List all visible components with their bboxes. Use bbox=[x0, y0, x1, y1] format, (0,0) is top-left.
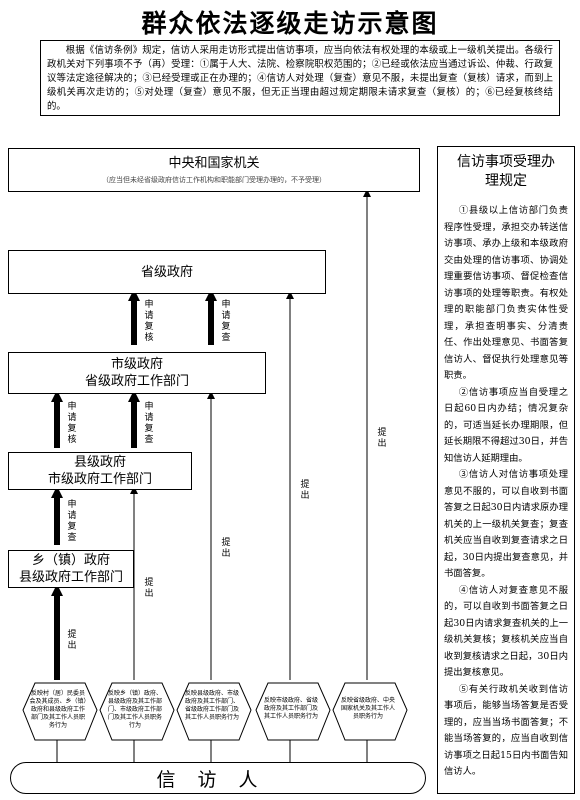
hexagon-4 bbox=[255, 682, 331, 741]
rule-item-3: ③信访人对信访事项处理意见不服的，可以自收到书面答复之日起30日内请求原办理机关… bbox=[444, 469, 568, 579]
hexagon-3 bbox=[176, 682, 252, 741]
hexagon-text-3: 反映县级政府、市级政府及其工作部门、省级政府工作部门及其工作人员职务行为 bbox=[184, 690, 239, 721]
label-submit-hex4: 提出 bbox=[300, 480, 310, 501]
rule-item-5: ⑤有关行政机关收到信访事项后，能够当场答复是否受理的，应当当场书面答复；不能当场… bbox=[444, 683, 568, 778]
page-title: 群众依法逐级走访示意图 bbox=[141, 9, 439, 38]
rules-panel: 信访事项受理办理规定 ①县级以上信访部门负责程序性受理，承担交办转送信访事项、承… bbox=[437, 146, 575, 794]
hexagon-2 bbox=[99, 682, 175, 741]
hexagon-text-1: 反映村（居）民委员会及其成员、乡（镇）政府和县级政府工作部门及其工作人员职务行为 bbox=[29, 690, 87, 729]
central-label: 中央和国家机关 bbox=[168, 156, 260, 171]
city-label-2: 省级政府工作部门 bbox=[84, 374, 189, 389]
hexagon-text-2: 反映乡（镇）政府、县级政府及其工作部门、市级政府工作部门及其工作人员职务行为 bbox=[107, 690, 162, 729]
rules-title: 信访事项受理办理规定 bbox=[457, 154, 555, 189]
label-submit-hex5: 提出 bbox=[377, 428, 387, 449]
label-apply-recheck-town: 申请复查 bbox=[67, 500, 77, 543]
hexagon-text-4: 反映市级政府、省级政府及其工作部门及其工作人员职务行为 bbox=[263, 697, 318, 720]
label-apply-recheck-county: 申请复查 bbox=[144, 402, 154, 445]
rule-item-2: ②信访事项应当自受理之日起60日内办结；情况复杂的，可适当延长办理期限，但延长期… bbox=[444, 386, 568, 464]
hexagon-text-5: 反映省级政府、中央国家机关及其工作人员职务行为 bbox=[340, 697, 395, 720]
town-label-2: 县级政府工作部门 bbox=[18, 570, 123, 585]
county-label-2: 市级政府工作部门 bbox=[47, 472, 152, 487]
petitioner-label: 信访人 bbox=[156, 768, 280, 791]
rule-item-1: ①县级以上信访部门负责程序性受理，承担交办转送信访事项、承办上级和本级政府交由处… bbox=[444, 205, 568, 381]
town-label-1: 乡（镇）政府 bbox=[31, 553, 110, 568]
central-note: （应当但未经省级政府信访工作机构和职能部门受理办理的，不予受理） bbox=[102, 176, 326, 184]
county-label-1: 县级政府 bbox=[73, 455, 126, 470]
label-submit-hex2: 提出 bbox=[144, 578, 154, 599]
county-box: 县级政府 市级政府工作部门 bbox=[8, 452, 192, 490]
intro-box: 根据《信访条例》规定，信访人采用走访形式提出信访事项，应当向依法有权处理的本级或… bbox=[40, 40, 560, 116]
label-submit-hex3: 提出 bbox=[221, 538, 231, 559]
intro-text: 根据《信访条例》规定，信访人采用走访形式提出信访事项，应当向依法有权处理的本级或… bbox=[47, 45, 553, 112]
label-apply-review-city: 申请复核 bbox=[144, 300, 154, 343]
province-label: 省级政府 bbox=[140, 264, 193, 280]
hexagon-5 bbox=[332, 682, 408, 741]
hexagon-1 bbox=[22, 682, 98, 741]
city-label-1: 市级政府 bbox=[110, 357, 163, 372]
label-apply-review-county: 申请复核 bbox=[67, 402, 77, 445]
label-apply-recheck-city: 申请复查 bbox=[221, 300, 231, 343]
rule-item-4: ④信访人对复查意见不服的，可以自收到书面答复之日起30日内请求复查机关的上一级机… bbox=[444, 584, 568, 679]
province-box: 省级政府 bbox=[8, 250, 326, 294]
town-box: 乡（镇）政府 县级政府工作部门 bbox=[8, 550, 134, 588]
city-box: 市级政府 省级政府工作部门 bbox=[8, 352, 266, 394]
label-submit-hex1: 提出 bbox=[67, 630, 77, 651]
petitioner-box: 信访人 bbox=[10, 762, 426, 794]
central-box: 中央和国家机关 （应当但未经省级政府信访工作机构和职能部门受理办理的，不予受理） bbox=[8, 148, 420, 192]
